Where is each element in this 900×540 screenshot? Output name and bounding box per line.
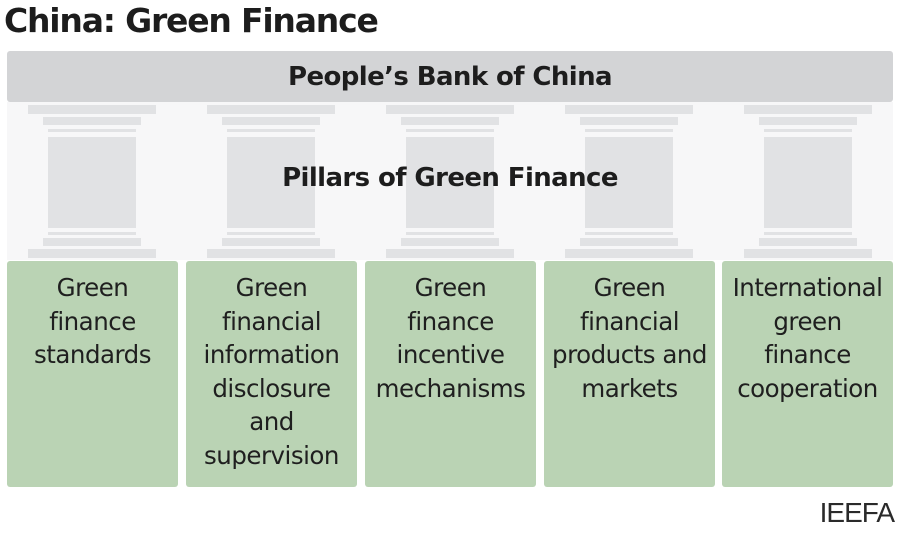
box-line: information xyxy=(203,340,340,369)
pillar-icon xyxy=(744,102,872,260)
box-line: Green xyxy=(593,273,666,302)
box-line: finance xyxy=(407,306,494,336)
box-line: incentive xyxy=(396,340,505,369)
diagram-title: China: Green Finance xyxy=(4,1,379,40)
pillar-box-international-cooperation: International green finance cooperation xyxy=(722,261,893,487)
box-line: supervision xyxy=(204,440,339,470)
pillar-icon xyxy=(28,102,156,260)
box-line: products and xyxy=(552,340,707,369)
source-credit: IEEFA xyxy=(819,497,895,528)
box-line: financial xyxy=(579,306,680,336)
pillar-icon xyxy=(565,102,693,260)
box-line: disclosure xyxy=(212,373,331,403)
box-line: financial xyxy=(221,306,322,336)
box-line: cooperation xyxy=(737,373,878,403)
bank-name: People’s Bank of China xyxy=(288,61,613,92)
box-line: finance xyxy=(764,340,851,369)
pillar-box-disclosure: Green financial information disclosure a… xyxy=(186,261,357,487)
pillar-icon xyxy=(386,102,514,260)
bank-header-bar: People’s Bank of China xyxy=(7,51,893,102)
box-line: mechanisms xyxy=(375,373,526,403)
box-line: green xyxy=(773,306,842,336)
box-line: Green xyxy=(235,273,308,302)
box-line: markets xyxy=(581,373,678,403)
box-line: International xyxy=(732,273,883,302)
pillar-box-standards: Green finance standards xyxy=(7,261,178,487)
pillar-box-products-markets: Green financial products and markets xyxy=(544,261,715,487)
box-line: finance xyxy=(49,306,136,336)
box-line: and xyxy=(249,407,294,436)
box-line: Green xyxy=(414,273,487,302)
pillars-label: Pillars of Green Finance xyxy=(282,163,618,193)
box-line: Green xyxy=(56,273,129,302)
pillar-icon xyxy=(207,102,335,260)
pillar-illustration xyxy=(7,102,893,260)
box-line: standards xyxy=(34,340,151,369)
pillar-box-incentives: Green finance incentive mechanisms xyxy=(365,261,536,487)
